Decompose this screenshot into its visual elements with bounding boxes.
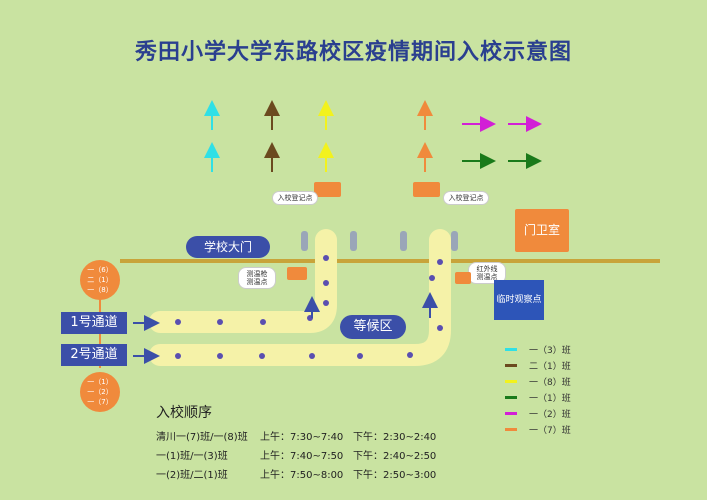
legend-item: 二（1）班 [505,357,571,373]
circle-bottom-line-3: 一（7） [87,398,113,406]
order-table: 清川一(7)班/一(8)班 上午：7:30~7:40 下午：2:30~2:40 … [156,428,436,485]
order-row: 清川一(7)班/一(8)班 上午：7:30~7:40 下午：2:30~2:40 [156,428,436,447]
legend-swatch [505,411,517,415]
circle-top-line-2: 二（1） [87,276,113,284]
class-circle-bottom: 一（1） 一（2） 一（7） [80,372,120,412]
legend-label: 一（3）班 [529,345,571,356]
legend-item: 一（3）班 [505,341,571,357]
class-circle-top: 一（6） 二（1） 一（8） [80,260,120,300]
page-title: 秀田小学大学东路校区疫情期间入校示意图 [134,40,572,65]
circle-bottom-line-2: 一（2） [87,388,113,396]
observation-point: 临时观察点 [494,280,544,320]
order-row: 一(2)班/二(1)班 上午：7:50~8:00 下午：2:50~3:00 [156,466,436,485]
legend-swatch [505,427,517,431]
temp-gun-label: 测温枪 测温点 [238,267,276,289]
legend-label: 一（1）班 [529,393,571,404]
order-class: 一(2)班/二(1)班 [156,470,228,481]
legend-swatch [505,379,517,383]
temp-infrared-label: 红外线 测温点 [468,262,506,284]
order-pm: 下午：2:50~3:00 [353,470,437,481]
legend: 一（3）班 二（1）班 一（8）班 一（1）班 一（2）班 一（7）班 [505,341,571,437]
temp-infrared-box [455,272,471,284]
legend-item: 一（7）班 [505,421,571,437]
legend-swatch [505,347,517,351]
legend-label: 二（1）班 [529,361,571,372]
order-pm: 下午：2:30~2:40 [353,432,437,443]
order-row: 一(1)班/一(3)班 上午：7:40~7:50 下午：2:40~2:50 [156,447,436,466]
register-label-left: 入校登记点 [272,191,318,205]
legend-item: 一（8）班 [505,373,571,389]
circle-bottom-line-1: 一（1） [87,378,113,386]
order-heading: 入校顺序 [156,405,212,421]
waiting-area: 等候区 [340,315,406,339]
legend-label: 一（2）班 [529,409,571,420]
circle-top-line-3: 一（8） [87,286,113,294]
circle-top-line-1: 一（6） [87,266,113,274]
register-box-right [413,182,440,197]
order-class: 一(1)班/一(3)班 [156,451,228,462]
legend-item: 一（1）班 [505,389,571,405]
order-am: 上午：7:40~7:50 [260,451,344,462]
lane-1-label: 1号通道 [61,312,127,334]
register-box-left [314,182,341,197]
order-class: 清川一(7)班/一(8)班 [156,432,248,443]
order-pm: 下午：2:40~2:50 [353,451,437,462]
legend-label: 一（7）班 [529,425,571,436]
lane-2-label: 2号通道 [61,344,127,366]
order-am: 上午：7:50~8:00 [260,470,344,481]
legend-item: 一（2）班 [505,405,571,421]
school-gate-label: 学校大门 [186,236,270,258]
temp-gun-box [287,267,307,280]
legend-label: 一（8）班 [529,377,571,388]
register-label-right: 入校登记点 [443,191,489,205]
guard-room: 门卫室 [515,209,569,252]
legend-swatch [505,363,517,367]
legend-swatch [505,395,517,399]
order-am: 上午：7:30~7:40 [260,432,344,443]
